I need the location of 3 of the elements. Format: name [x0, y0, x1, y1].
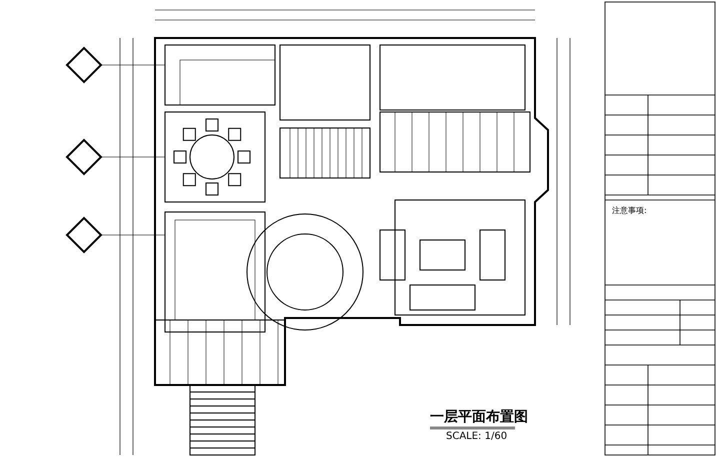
- drawing-title: 一层平面布置图: [430, 408, 528, 426]
- notes-heading: 注意事项:: [612, 205, 647, 216]
- scale-note: SCALE: 1/60: [446, 431, 508, 442]
